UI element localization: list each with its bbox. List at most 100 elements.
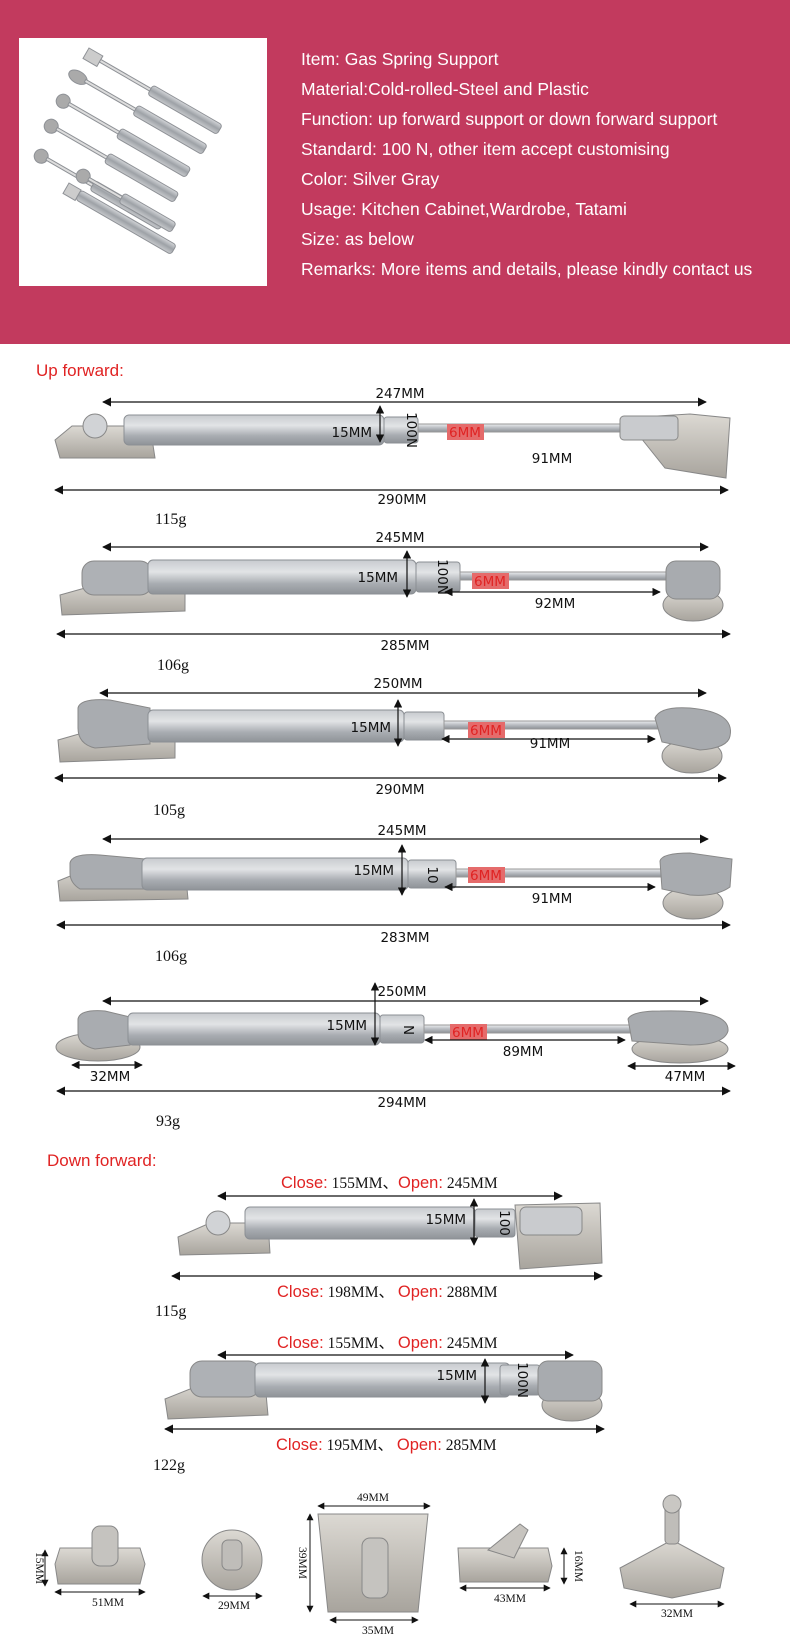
force-label: 100N	[403, 412, 419, 448]
total-length-label: 290MM	[375, 782, 424, 798]
bracket-5: 32MM	[619, 1494, 725, 1620]
gas-springs-assortment-image	[33, 47, 222, 254]
rod-diameter-label: 6MM	[470, 868, 502, 884]
total-length-label: 290MM	[377, 492, 426, 508]
bracket-5-plate	[619, 1539, 725, 1599]
rod-highlight	[468, 867, 505, 883]
diameter-label: 15MM	[358, 570, 398, 586]
left-mount-label: 32MM	[90, 1069, 130, 1085]
close-word: Close:	[281, 1174, 328, 1192]
left-end-fitting	[77, 1010, 131, 1050]
rod-highlight	[468, 722, 505, 738]
open-value: 245MM	[446, 1175, 498, 1192]
diameter-label: 15MM	[437, 1368, 477, 1384]
bracket-5-ball	[662, 1494, 682, 1514]
diameter-label: 15MM	[332, 425, 372, 441]
spec-material: Material:Cold-rolled-Steel and Plastic	[301, 79, 589, 99]
bracket-2-width-label: 29MM	[218, 1600, 250, 1612]
open-value: 288MM	[446, 1284, 498, 1301]
right-end-fitting	[659, 852, 733, 896]
stroke-label: 91MM	[532, 451, 572, 467]
top-length-label: 250MM	[377, 984, 426, 1000]
close-value: 155MM、	[327, 1335, 394, 1352]
up-forward-label: Up forward:	[36, 361, 124, 380]
top-length-label: 247MM	[375, 386, 424, 402]
top-length-label: 245MM	[377, 823, 426, 839]
close-word: Close:	[277, 1283, 324, 1301]
open-word: Open:	[397, 1174, 443, 1192]
stroke-label: 89MM	[503, 1044, 543, 1060]
force-label: 100	[496, 1210, 512, 1236]
close-word: Close:	[276, 1436, 323, 1454]
bracket-3-top-label: 49MM	[357, 1492, 389, 1504]
open-word: Open:	[397, 1334, 443, 1352]
right-mount-label: 47MM	[665, 1069, 705, 1085]
bracket-1: 15MM 51MM	[33, 1525, 146, 1609]
bracket-4-arm	[486, 1523, 529, 1559]
rod-highlight	[472, 573, 509, 589]
bracket-1-width-label: 51MM	[92, 1597, 124, 1609]
bracket-4-plate	[457, 1547, 553, 1583]
down-forward-label: Down forward:	[47, 1151, 157, 1170]
total-length-label: 283MM	[380, 930, 429, 946]
bracket-1-pin	[91, 1525, 119, 1567]
spec-list: Item: Gas Spring Support Material:Cold-r…	[301, 44, 781, 284]
bracket-parts: 15MM 51MM 29MM 49MM 39MM 35MM 43MM	[0, 1488, 790, 1638]
bracket-3-bottom-label: 35MM	[362, 1625, 394, 1637]
bottom-close-open: Close: 195MM、 Open: 285MM	[276, 1433, 497, 1455]
force-label: N	[400, 1025, 416, 1035]
down-spring-1: Close: 155MM、Open: 245MM 100 15MM Close:…	[0, 1163, 790, 1320]
bracket-2-pin	[221, 1539, 243, 1571]
bracket-4-width-label: 43MM	[494, 1593, 526, 1605]
left-end-fitting	[69, 854, 146, 890]
up-spring-1: 247MM 100N 15MM 6MM 91MM 290MM 115g	[0, 380, 790, 530]
weight-label: 93g	[156, 1113, 180, 1130]
left-end-fitting	[77, 699, 151, 749]
force-label: 100N	[514, 1362, 530, 1398]
right-end-fitting	[654, 707, 731, 751]
left-pivot	[82, 413, 108, 439]
top-close-open: Close: 155MM、Open: 245MM	[281, 1171, 498, 1193]
diameter-label: 15MM	[351, 720, 391, 736]
right-end-fitting	[665, 560, 721, 600]
spec-standard: Standard: 100 N, other item accept custo…	[301, 139, 670, 159]
diameter-label: 15MM	[354, 863, 394, 879]
rod-diameter-label: 6MM	[470, 723, 502, 739]
down-spring-2: Close: 155MM、 Open: 245MM 100N 15MM Clos…	[0, 1323, 790, 1483]
right-end-fitting	[519, 1206, 583, 1236]
open-word: Open:	[397, 1283, 443, 1301]
stroke-label: 92MM	[535, 596, 575, 612]
up-spring-5: 250MM N 15MM 6MM 89MM 32MM 47MM 294MM 93…	[0, 975, 790, 1135]
diameter-label: 15MM	[426, 1212, 466, 1228]
weight-label: 105g	[153, 802, 185, 819]
rod-highlight	[447, 424, 484, 440]
top-close-open: Close: 155MM、 Open: 245MM	[277, 1331, 498, 1353]
bottom-close-open: Close: 198MM、 Open: 288MM	[277, 1280, 498, 1302]
open-word: Open:	[396, 1436, 442, 1454]
bracket-2: 29MM	[201, 1529, 263, 1612]
product-thumbnail	[19, 38, 267, 286]
spec-remarks: Remarks: More items and details, please …	[301, 259, 753, 279]
left-end-fitting	[189, 1360, 261, 1398]
stroke-label: 91MM	[530, 736, 570, 752]
spec-usage: Usage: Kitchen Cabinet,Wardrobe, Tatami	[301, 199, 627, 219]
up-spring-3: 250MM 15MM 6MM 91MM 290MM 105g	[0, 668, 790, 819]
spec-color: Color: Silver Gray	[301, 169, 440, 189]
rod-diameter-label: 6MM	[449, 425, 481, 441]
force-label: 100N	[434, 559, 450, 595]
open-value: 245MM	[446, 1335, 498, 1352]
total-length-label: 294MM	[377, 1095, 426, 1111]
up-spring-4: 245MM 10 15MM 6MM 91MM 283MM 106g	[0, 813, 790, 965]
bracket-1-height-label: 15MM	[33, 1552, 45, 1584]
close-value: 155MM、	[331, 1175, 398, 1192]
top-length-label: 245MM	[375, 530, 424, 546]
right-end-fitting	[619, 415, 679, 441]
weight-label: 115g	[155, 511, 187, 528]
bracket-4: 43MM 16MM	[457, 1523, 584, 1605]
close-value: 198MM、	[327, 1284, 394, 1301]
close-word: Close:	[277, 1334, 324, 1352]
cylinder-cap	[403, 711, 445, 741]
bracket-3: 49MM 39MM 35MM	[296, 1492, 431, 1637]
total-length-label: 285MM	[380, 638, 429, 654]
left-pivot	[205, 1210, 231, 1236]
